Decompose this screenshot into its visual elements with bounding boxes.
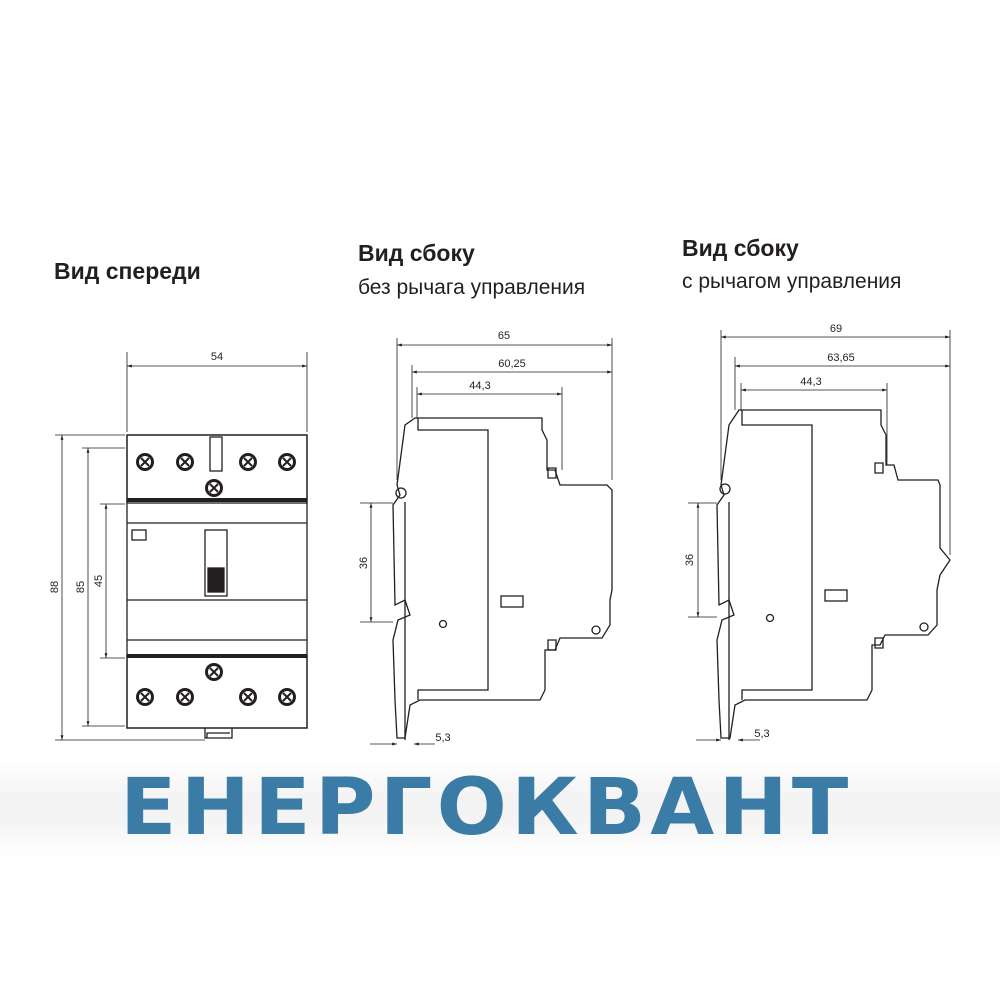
indicator-window bbox=[131, 529, 147, 541]
terminal-screw-icon bbox=[277, 452, 297, 472]
terminal-screw-icon bbox=[204, 478, 224, 498]
terminal-screw-icon bbox=[135, 687, 155, 707]
side-lever-view-title: Вид сбоку bbox=[682, 235, 799, 261]
dim-side-lever-w69: 69 bbox=[830, 323, 842, 335]
side-view-title: Вид сбоку bbox=[358, 240, 475, 266]
side-lever-body-outline bbox=[716, 409, 951, 739]
dim-front-h85: 85 bbox=[75, 581, 87, 593]
dim-side-w65: 65 bbox=[498, 330, 510, 342]
dim-front-width: 54 bbox=[211, 351, 223, 363]
terminal-screw-icon bbox=[135, 452, 155, 472]
manual-lever bbox=[207, 567, 225, 593]
dim-side-lever-h36: 36 bbox=[684, 554, 696, 566]
dim-side-w443: 44,3 bbox=[469, 380, 490, 392]
dim-side-w6025: 60,25 bbox=[498, 358, 526, 370]
side-dimension-lines bbox=[360, 338, 613, 746]
dim-side-w53: 5,3 bbox=[435, 732, 450, 744]
terminal-screw-icon bbox=[238, 452, 258, 472]
front-view bbox=[126, 434, 308, 739]
dim-side-h36: 36 bbox=[358, 557, 370, 569]
terminal-screw-icon bbox=[175, 687, 195, 707]
top-terminal-block bbox=[126, 434, 308, 504]
front-dimension-lines bbox=[55, 352, 308, 741]
manual-lever-slot bbox=[204, 529, 228, 597]
terminal-screw-icon bbox=[277, 687, 297, 707]
side-view-no-lever bbox=[392, 417, 613, 740]
terminal-screw-icon bbox=[204, 662, 224, 682]
dim-side-lever-w6365: 63,65 bbox=[827, 352, 855, 364]
dim-side-lever-w53: 5,3 bbox=[754, 728, 769, 740]
side-view-with-lever bbox=[716, 409, 951, 740]
side-lever-view-subtitle: с рычагом управления bbox=[682, 270, 902, 293]
brand-band bbox=[0, 760, 1000, 856]
side-lever-dimension-lines bbox=[688, 330, 951, 742]
brand-logo: ЕНЕРГОКВАНТ bbox=[120, 763, 853, 853]
side-view-subtitle: без рычага управления bbox=[358, 276, 586, 299]
dim-side-lever-w443: 44,3 bbox=[800, 376, 821, 388]
dim-front-h88: 88 bbox=[49, 581, 61, 593]
terminal-screw-icon bbox=[175, 452, 195, 472]
terminal-screw-icon bbox=[238, 687, 258, 707]
front-view-title: Вид спереди bbox=[54, 258, 201, 284]
dim-front-h45: 45 bbox=[93, 575, 105, 587]
